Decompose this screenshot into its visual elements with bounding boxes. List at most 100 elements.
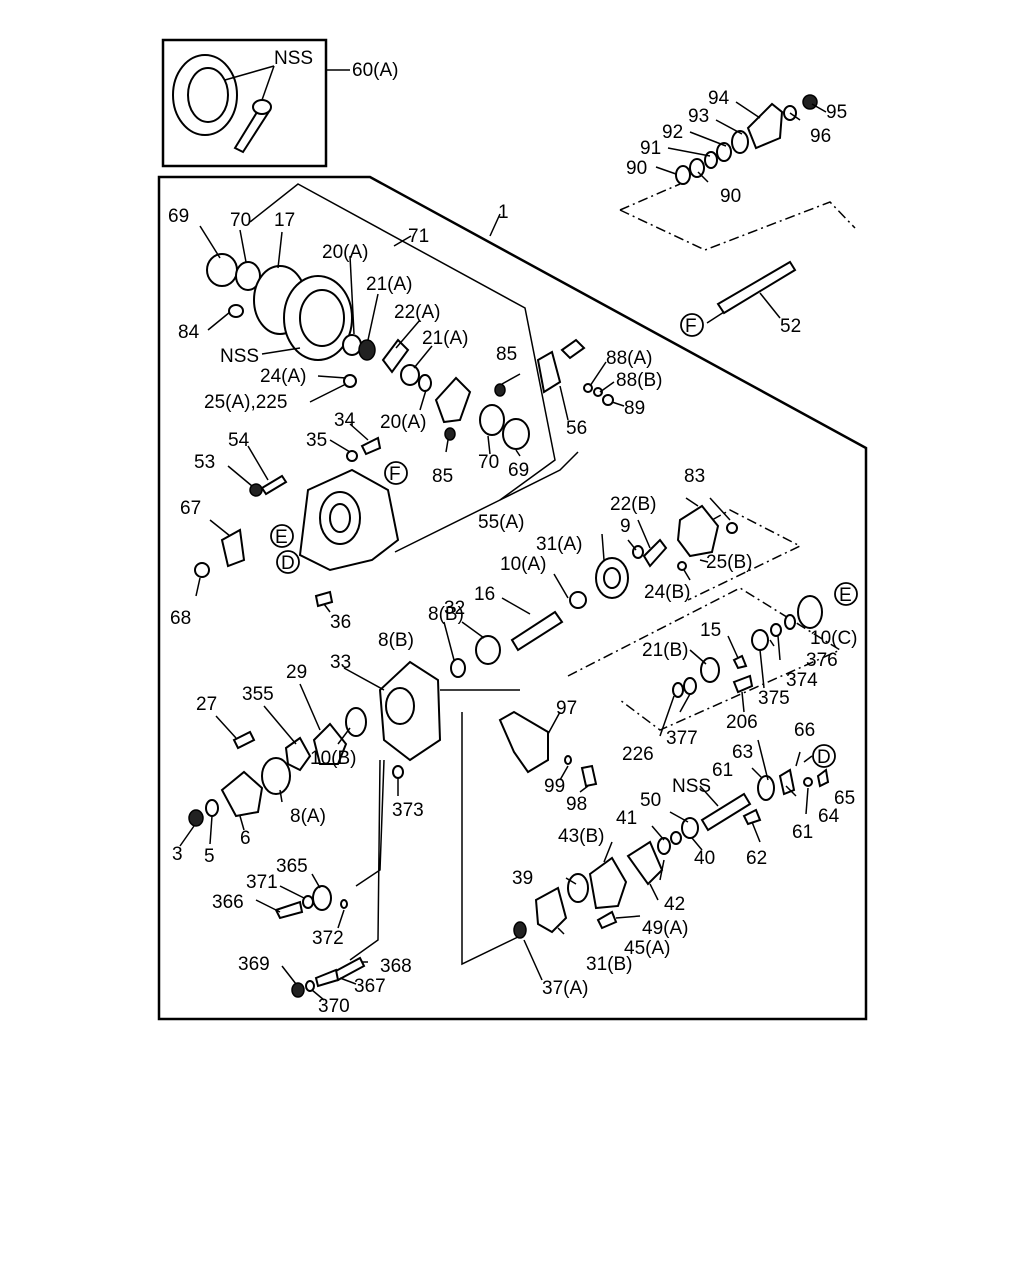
callout-label: 70 [478, 452, 499, 473]
callout-label: 92 [662, 122, 683, 143]
callout-label: 355 [242, 684, 274, 705]
callout-label: 69 [168, 206, 189, 227]
ref-d-marker [276, 550, 300, 574]
reference-markers: F F E E D D [270, 313, 858, 768]
callout-label: 45(A) [624, 938, 670, 959]
callout-label: 366 [212, 892, 244, 913]
callout-label: 370 [318, 996, 350, 1017]
callout-label: 21(A) [366, 274, 412, 295]
callout-label: 43(B) [558, 826, 604, 847]
callout-label: 15 [700, 620, 721, 641]
transfer-gears [443, 497, 842, 737]
callout-label: 24(B) [644, 582, 690, 603]
callout-label: 226 [622, 744, 654, 765]
callout-label: 29 [286, 662, 307, 683]
callout-label: 65 [834, 788, 855, 809]
callout-label: 21(B) [642, 640, 688, 661]
callout-label: 98 [566, 794, 587, 815]
callout-label: 94 [708, 88, 730, 109]
upper-right-assembly [619, 94, 856, 324]
callout-label: 96 [810, 126, 831, 147]
label-60a: 60(A) [352, 60, 398, 81]
callout-label: 88(A) [606, 348, 652, 369]
lower-right-group [513, 739, 830, 981]
label-nss-inset: NSS [274, 48, 313, 69]
callout-label: 56 [566, 418, 587, 439]
shift-fork-group [498, 710, 598, 793]
callout-label: 53 [194, 452, 215, 473]
callout-label: 369 [238, 954, 270, 975]
callout-label: 88(B) [616, 370, 662, 391]
callout-label: 95 [826, 102, 847, 123]
callout-label: 61 [792, 822, 813, 843]
callout-label: 377 [666, 728, 698, 749]
callout-label: 55(A) [478, 512, 524, 533]
callout-label: 22(B) [610, 494, 656, 515]
callout-label: 66 [794, 720, 815, 741]
callout-label: 64 [818, 806, 840, 827]
callout-label: 36 [330, 612, 351, 633]
callout-label: 5 [204, 846, 215, 867]
callout-label: 1 [498, 202, 509, 223]
callout-label: 8(A) [290, 806, 326, 827]
callout-label: 63 [732, 742, 753, 763]
callout-label: 8(B) [378, 630, 414, 651]
callout-label: 375 [758, 688, 790, 709]
callout-label: 10(B) [310, 748, 356, 769]
callout-label: 22(A) [394, 302, 440, 323]
callout-label: 368 [380, 956, 412, 977]
callout-label: 68 [170, 608, 191, 629]
callout-label: 373 [392, 800, 424, 821]
callout-label: 206 [726, 712, 758, 733]
callout-label: 50 [640, 790, 661, 811]
callout-label: 33 [330, 652, 351, 673]
callout-label: 85 [496, 344, 517, 365]
ref-f-marker [384, 461, 408, 485]
callout-label: 365 [276, 856, 308, 877]
callout-label: 42 [664, 894, 685, 915]
callout-label: 67 [180, 498, 201, 519]
callout-labels: NSS 60(A) 1 3 5 6 8(A) 8(B) 8(B) 9 10(A)… [168, 48, 858, 1017]
ref-letter: F [389, 464, 401, 485]
ref-e-marker [270, 524, 294, 548]
callout-label: 91 [640, 138, 661, 159]
ref-letter: D [281, 553, 295, 574]
callout-label: 3 [172, 844, 183, 865]
callout-label: 17 [274, 210, 295, 231]
callout-label: 31(B) [586, 954, 632, 975]
callout-label: 20(A) [322, 242, 368, 263]
callout-label: 374 [786, 670, 818, 691]
callout-label: 24(A) [260, 366, 306, 387]
callout-label: 25(B) [706, 552, 752, 573]
callout-label: 40 [694, 848, 715, 869]
callout-label: NSS [220, 346, 259, 367]
differential-group [199, 183, 625, 553]
callout-label: 93 [688, 106, 709, 127]
ref-d-marker [812, 744, 836, 768]
main-frame [157, 175, 868, 1021]
inset-frame [161, 38, 328, 168]
callout-label: 10(A) [500, 554, 546, 575]
callout-label: 20(A) [380, 412, 426, 433]
callout-label: 34 [334, 410, 356, 431]
callout-label: 49(A) [642, 918, 688, 939]
ref-letter: F [685, 316, 697, 337]
callout-label: 39 [512, 868, 533, 889]
callout-label: 6 [240, 828, 251, 849]
callout-label: 54 [228, 430, 250, 451]
callout-label: 37(A) [542, 978, 588, 999]
callout-label: 376 [806, 650, 838, 671]
carrier-housing [194, 423, 400, 613]
callout-label: 85 [432, 466, 453, 487]
shaft-52 [716, 260, 797, 315]
callout-label: 9 [620, 516, 631, 537]
callout-label: 32 [444, 598, 465, 619]
callout-label: 52 [780, 316, 801, 337]
callout-label: 35 [306, 430, 327, 451]
callout-label: 62 [746, 848, 767, 869]
callout-label: 97 [556, 698, 577, 719]
callout-label: 69 [508, 460, 529, 481]
ref-e-marker [834, 582, 858, 606]
callout-label: 372 [312, 928, 344, 949]
ref-letter: D [817, 747, 831, 768]
